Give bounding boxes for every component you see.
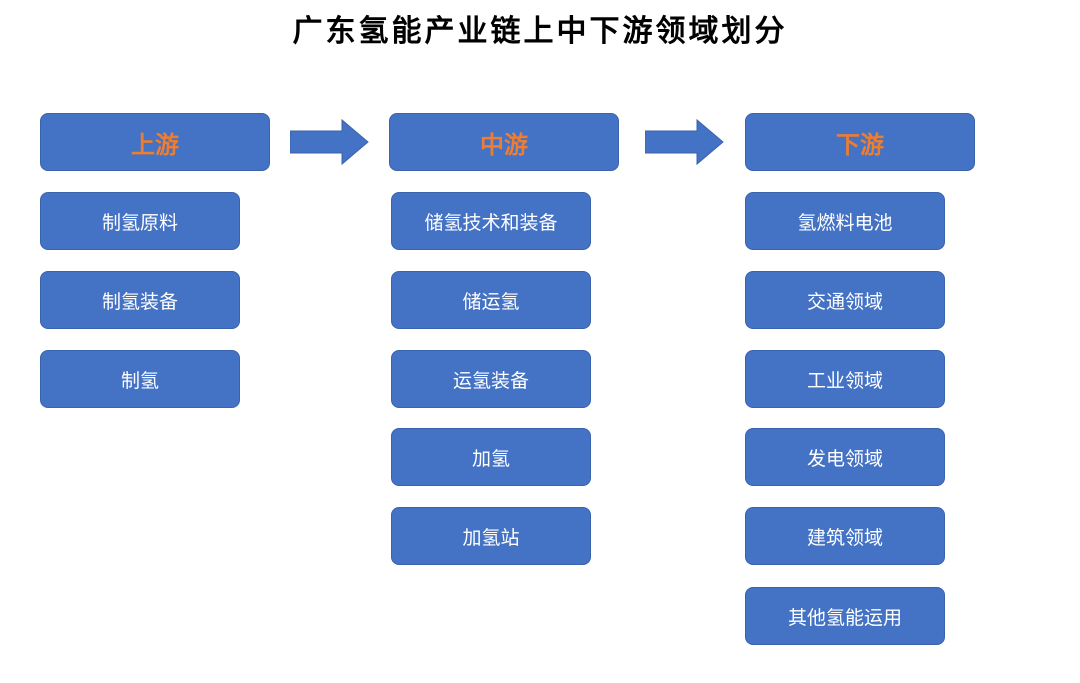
downstream-item: 发电领域 [745,428,945,486]
midstream-item: 储氢技术和装备 [391,192,591,250]
midstream-item: 加氢站 [391,507,591,565]
upstream-item: 制氢装备 [40,271,240,329]
midstream-item: 加氢 [391,428,591,486]
upstream-item: 制氢 [40,350,240,408]
downstream-item: 工业领域 [745,350,945,408]
midstream-item: 储运氢 [391,271,591,329]
flow-arrow-icon [290,118,369,166]
upstream-item: 制氢原料 [40,192,240,250]
page-title: 广东氢能产业链上中下游领域划分 [292,14,788,49]
downstream-item: 其他氢能运用 [745,587,945,645]
midstream-item: 运氢装备 [391,350,591,408]
midstream-header: 中游 [389,113,619,171]
downstream-item: 氢燃料电池 [745,192,945,250]
downstream-item: 交通领域 [745,271,945,329]
downstream-header: 下游 [745,113,975,171]
flow-arrow-icon [645,118,724,166]
downstream-item: 建筑领域 [745,507,945,565]
upstream-header: 上游 [40,113,270,171]
